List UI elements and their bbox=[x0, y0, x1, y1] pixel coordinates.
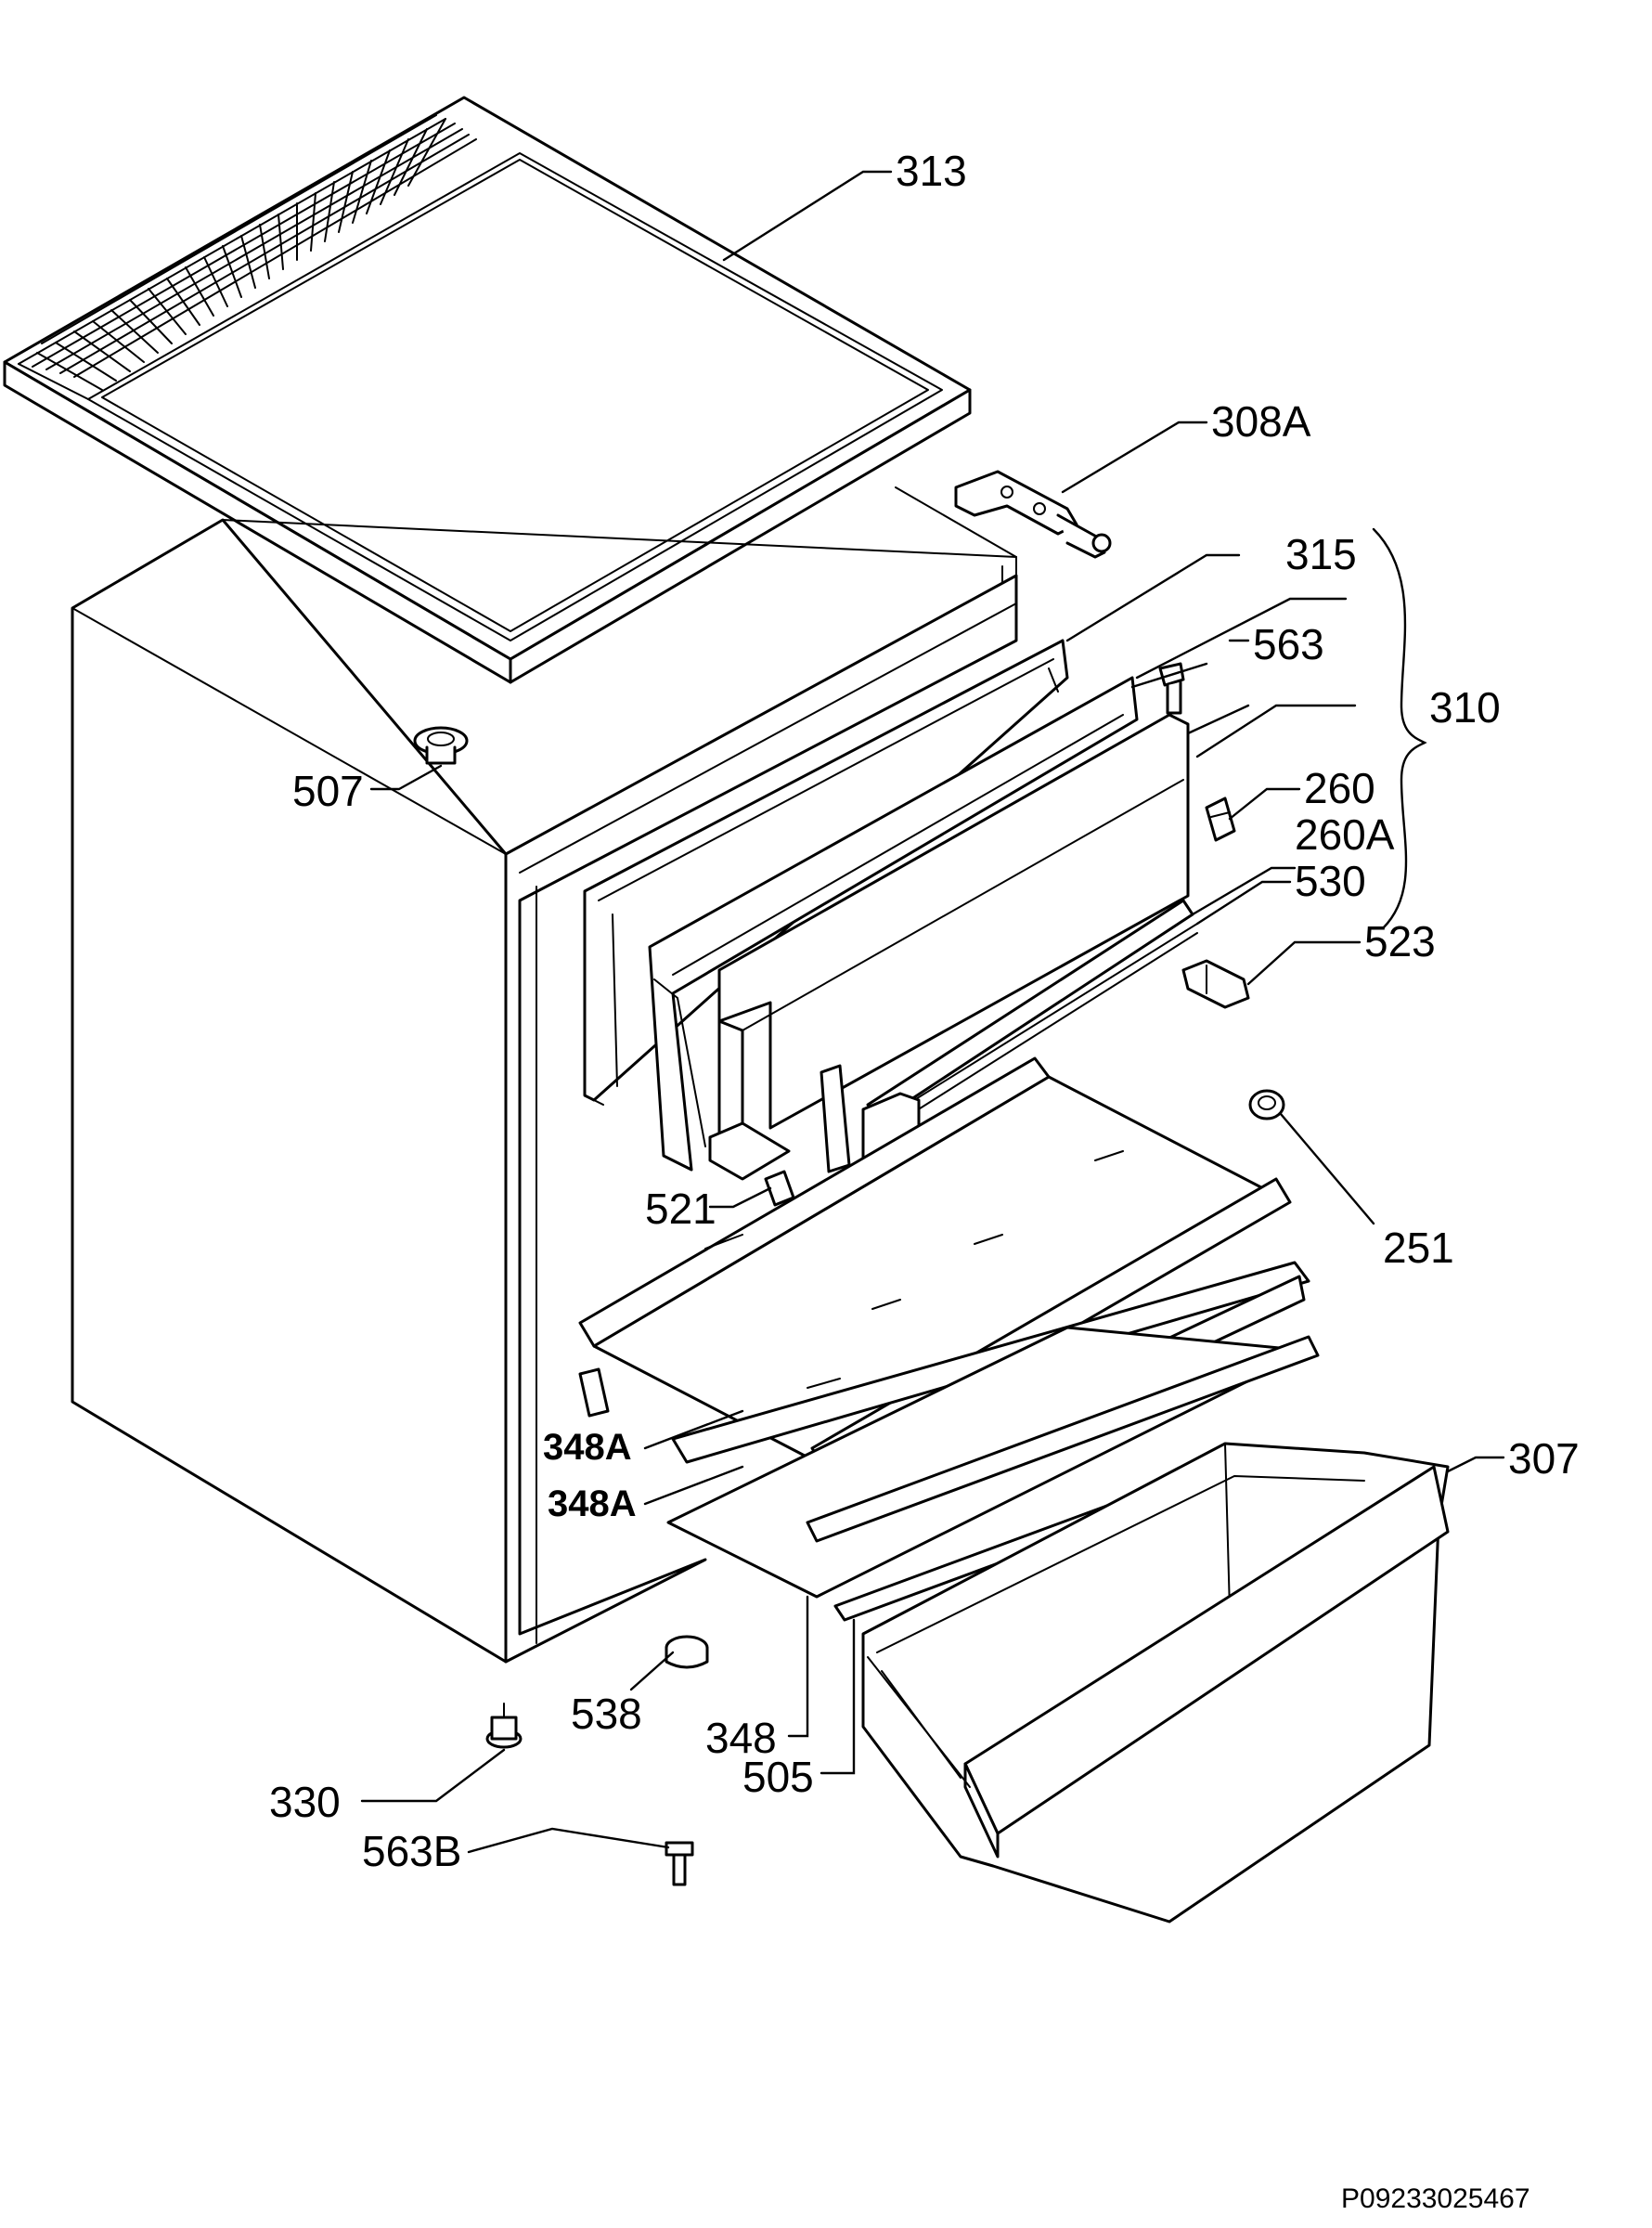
callout-505: 505 bbox=[742, 1753, 814, 1801]
leader-lines bbox=[360, 170, 1505, 1854]
foot-538 bbox=[665, 1635, 709, 1669]
door-inner-liner bbox=[648, 676, 1139, 1172]
callout-530: 530 bbox=[1295, 857, 1366, 905]
callout-313: 313 bbox=[896, 147, 967, 195]
document-code: P09233025467 bbox=[1341, 2183, 1530, 2214]
callout-538: 538 bbox=[571, 1690, 642, 1738]
shelf-support bbox=[578, 1367, 610, 1418]
callout-260A: 260A bbox=[1295, 810, 1395, 859]
callout-348: 348 bbox=[705, 1714, 777, 1762]
screw-563B bbox=[665, 1841, 694, 1886]
callout-563B: 563B bbox=[362, 1827, 461, 1875]
clip-260 bbox=[1205, 797, 1236, 842]
callout-523: 523 bbox=[1364, 917, 1436, 965]
callout-310: 310 bbox=[1429, 683, 1501, 732]
plug-507 bbox=[413, 726, 469, 765]
callout-563: 563 bbox=[1253, 620, 1324, 668]
callout-330: 330 bbox=[269, 1778, 341, 1826]
callout-348A-upper: 348A bbox=[543, 1427, 632, 1468]
callout-521: 521 bbox=[645, 1185, 716, 1233]
callout-251: 251 bbox=[1383, 1224, 1454, 1272]
vent-grille bbox=[18, 114, 477, 400]
hinge-308A bbox=[954, 470, 1112, 559]
foot-330 bbox=[485, 1703, 523, 1749]
glass-shelf-348 bbox=[666, 1326, 1320, 1599]
door-panel bbox=[708, 713, 1190, 1181]
callout-308A: 308A bbox=[1211, 397, 1311, 446]
callout-307: 307 bbox=[1508, 1434, 1580, 1483]
callout-315: 315 bbox=[1285, 530, 1357, 578]
callout-507: 507 bbox=[292, 767, 364, 815]
callout-260: 260 bbox=[1304, 764, 1375, 812]
crisper-drawer-307 bbox=[861, 1442, 1450, 1924]
screw-563 bbox=[1158, 662, 1185, 715]
callout-348A-lower: 348A bbox=[548, 1483, 637, 1524]
cabinet-body bbox=[71, 486, 1018, 1664]
bumper-251 bbox=[1248, 1089, 1285, 1120]
hinge-pin-523 bbox=[1181, 959, 1250, 1009]
